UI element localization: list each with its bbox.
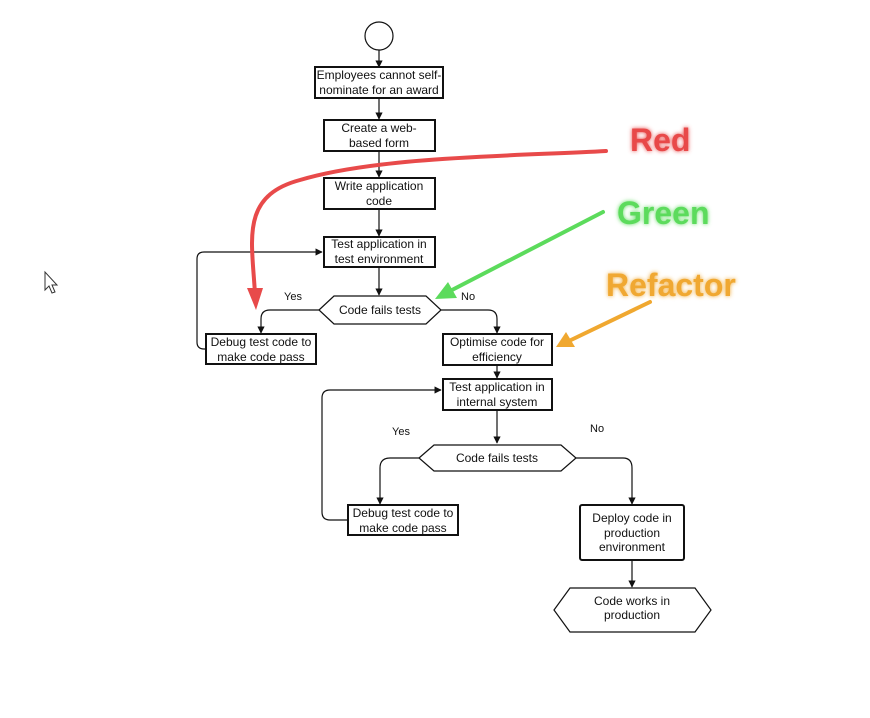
- mouse-cursor-icon: [44, 270, 59, 294]
- node-deploy-line3: environment: [599, 540, 666, 554]
- edge-decision2-no: [576, 457, 636, 505]
- edge-debug2-loop: [321, 386, 442, 521]
- node-optimise-line1: Optimise code for: [450, 335, 544, 349]
- decision-1-yes-label: Yes: [284, 291, 302, 303]
- node-code-works-line1: Code works in: [594, 594, 670, 608]
- refactor-label: Refactor: [606, 267, 736, 303]
- decision-2-yes-label: Yes: [392, 426, 410, 438]
- node-write-code-line2: code: [366, 194, 392, 208]
- edge-decision1-no: [441, 309, 501, 334]
- decision-2-label: Code fails tests: [456, 451, 538, 465]
- node-employees-line1: Employees cannot self-: [317, 68, 442, 82]
- red-label: Red: [630, 122, 690, 158]
- decision-1-no-label: No: [461, 291, 475, 303]
- edge-decision1-yes: [257, 309, 319, 334]
- node-debug-1[interactable]: Debug test code to make code pass: [205, 333, 317, 365]
- node-test-internal[interactable]: Test application in internal system: [442, 378, 553, 411]
- edge-decision2-yes: [376, 457, 419, 505]
- decision-1[interactable]: Code fails tests: [318, 295, 442, 325]
- node-code-works[interactable]: Code works in production: [553, 587, 712, 633]
- green-arrow: [450, 210, 605, 292]
- node-create-form-line1: Create a web-: [341, 121, 416, 135]
- node-employees-line2: nominate for an award: [319, 83, 438, 97]
- node-test-environment-line2: test environment: [335, 252, 424, 266]
- connectors: [196, 50, 636, 588]
- start-node[interactable]: [364, 21, 394, 51]
- node-create-form[interactable]: Create a web- based form: [323, 119, 436, 152]
- node-debug-2-line1: Debug test code to: [353, 506, 454, 520]
- node-test-environment[interactable]: Test application in test environment: [323, 236, 436, 268]
- annotation-arrows: [247, 149, 652, 347]
- node-test-internal-line2: internal system: [457, 395, 538, 409]
- node-optimise-line2: efficiency: [472, 350, 522, 364]
- node-code-works-line2: production: [604, 608, 660, 622]
- red-arrow: [250, 149, 608, 296]
- node-create-form-line2: based form: [349, 136, 409, 150]
- decision-1-label: Code fails tests: [339, 303, 421, 317]
- node-deploy-line2: production: [604, 526, 660, 540]
- refactor-arrow-head: [556, 332, 575, 347]
- node-debug-2[interactable]: Debug test code to make code pass: [347, 504, 459, 536]
- node-deploy[interactable]: Deploy code in production environment: [579, 504, 685, 561]
- decision-2[interactable]: Code fails tests: [418, 444, 577, 472]
- node-write-code-line1: Write application: [335, 179, 424, 193]
- refactor-arrow: [569, 300, 652, 342]
- node-employees[interactable]: Employees cannot self- nominate for an a…: [314, 66, 444, 99]
- node-debug-1-line2: make code pass: [217, 350, 304, 364]
- edge-debug1-loop: [196, 248, 323, 350]
- node-debug-2-line2: make code pass: [359, 521, 446, 535]
- green-label: Green: [617, 195, 709, 231]
- node-write-code[interactable]: Write application code: [323, 177, 436, 210]
- green-arrow-head: [435, 282, 457, 299]
- node-test-internal-line1: Test application in: [449, 380, 544, 394]
- node-optimise[interactable]: Optimise code for efficiency: [442, 333, 553, 366]
- decision-2-no-label: No: [590, 423, 604, 435]
- node-deploy-line1: Deploy code in: [592, 511, 671, 525]
- node-debug-1-line1: Debug test code to: [211, 335, 312, 349]
- node-test-environment-line1: Test application in: [331, 237, 426, 251]
- red-arrow-head: [247, 288, 263, 310]
